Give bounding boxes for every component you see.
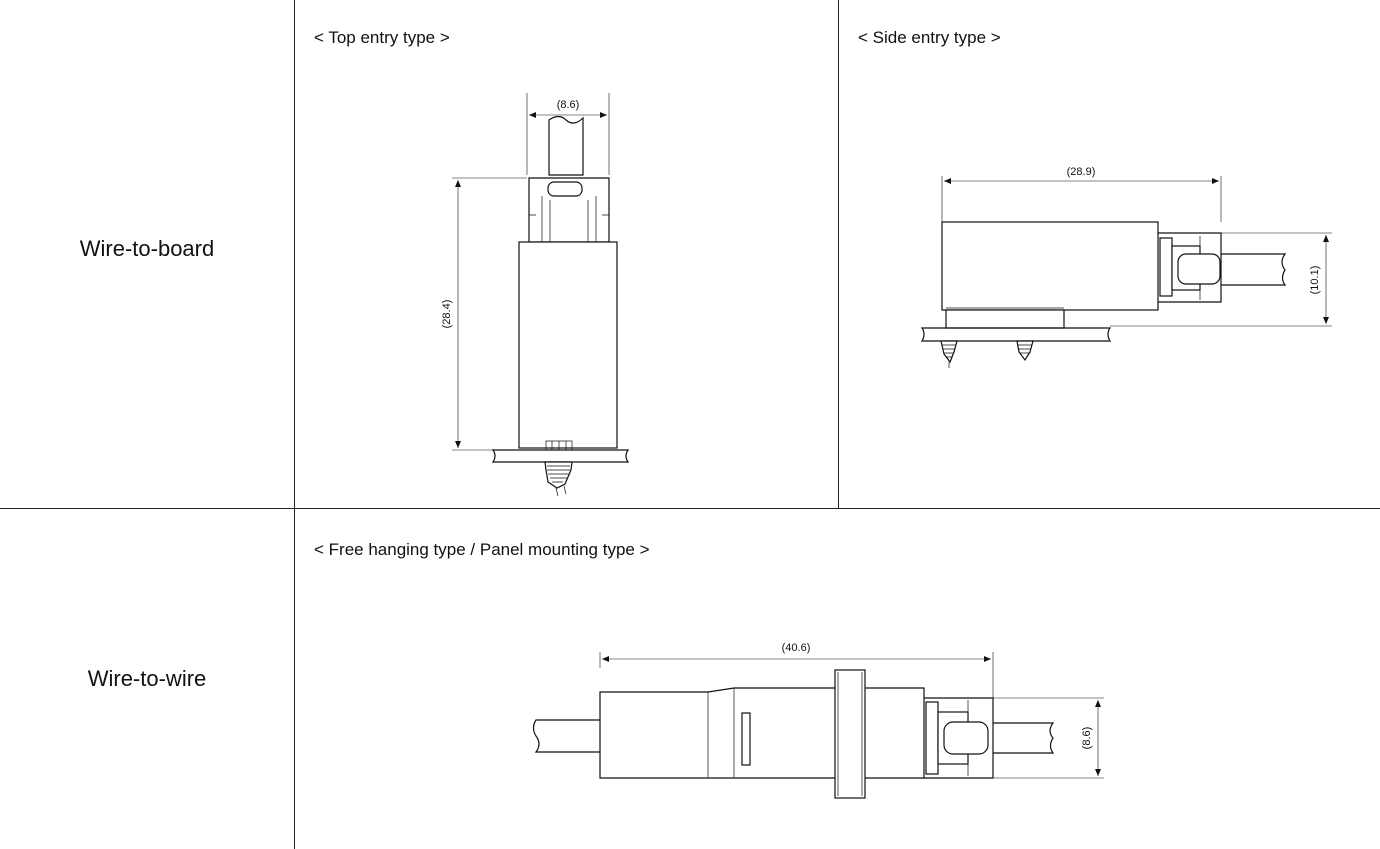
top-entry-width-label: (8.6) [557,99,580,111]
top-entry-height-label: (28.4) [441,300,453,329]
column-divider-left [294,0,295,849]
row-label-wire-to-board: Wire-to-board [79,236,215,261]
free-hanging-width-label: (40.6) [782,642,811,654]
side-entry-title: < Side entry type > [858,28,1001,47]
top-entry-drawing: (8.6) (28.4) [441,93,630,497]
top-entry-title: < Top entry type > [314,28,450,47]
column-divider-middle [838,0,839,508]
row-divider [0,508,1380,509]
side-entry-height-label: (10.1) [1309,266,1321,295]
side-entry-drawing: (28.9) (10.1) [920,166,1332,368]
side-entry-width-label: (28.9) [1067,166,1096,178]
free-hanging-height-label: (8.6) [1081,727,1093,750]
free-hanging-title: < Free hanging type / Panel mounting typ… [314,540,650,559]
row-label-wire-to-wire: Wire-to-wire [87,666,207,691]
free-hanging-drawing: (40.6) (8.6) [532,642,1104,799]
